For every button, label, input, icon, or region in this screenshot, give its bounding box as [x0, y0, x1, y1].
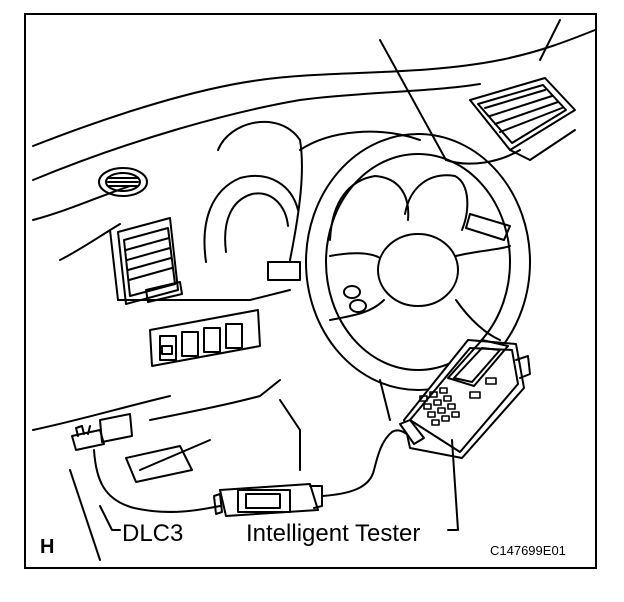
left-air-vent — [117, 217, 183, 305]
round-vent — [98, 167, 148, 197]
view-letter: H — [40, 536, 55, 558]
switch-panel — [149, 309, 261, 367]
intelligent-tester-label: Intelligent Tester — [246, 520, 421, 547]
dlc3-connector — [71, 425, 105, 451]
lower-dash — [99, 399, 301, 483]
dlc3-leader-line — [99, 505, 121, 531]
intelligent-tester — [399, 339, 531, 459]
dashboard-outline — [32, 19, 596, 561]
steering-wheel — [305, 133, 531, 421]
tester-cable — [321, 429, 411, 497]
dlc3-label: DLC3 — [122, 520, 184, 547]
instrument-cluster — [203, 121, 469, 281]
right-air-vent — [469, 77, 576, 161]
tester-leader-line — [447, 439, 459, 531]
connector-cable — [93, 449, 221, 513]
cable-adapter — [213, 483, 323, 517]
figure-code: C147699E01 — [490, 543, 566, 558]
figure-frame — [24, 13, 597, 569]
